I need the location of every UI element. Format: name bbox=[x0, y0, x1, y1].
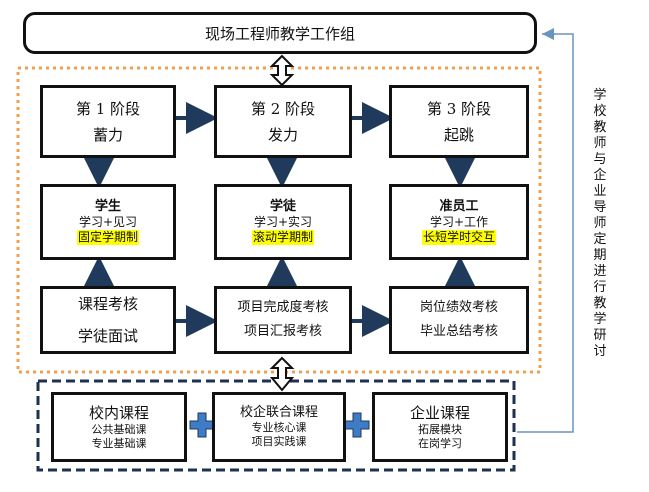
course-3-item-2: 在岗学习 bbox=[418, 437, 462, 450]
feedback-loop-line bbox=[517, 33, 574, 433]
double-arrow-bottom bbox=[269, 356, 295, 392]
course-box-1: 校内课程 公共基础课 专业基础课 bbox=[51, 392, 187, 462]
course-2-item-2: 项目实践课 bbox=[251, 435, 307, 448]
role-box-1: 学生 学习+见习 固定学期制 bbox=[40, 184, 176, 260]
assess-box-2: 项目完成度考核 项目汇报考核 bbox=[214, 286, 352, 354]
double-arrow-top bbox=[269, 54, 295, 87]
role-box-3: 准员工 学习+工作 长短学时交互 bbox=[389, 184, 529, 260]
side-note: 学校教师与企业导师定期进行教学研讨 bbox=[593, 88, 607, 359]
title-box: 现场工程师教学工作组 bbox=[23, 12, 537, 54]
course-1-item-2: 专业基础课 bbox=[91, 437, 147, 450]
course-2-title: 校企联合课程 bbox=[239, 405, 318, 420]
course-1-item-1: 公共基础课 bbox=[91, 423, 147, 436]
role-1-sub: 学习+见习 bbox=[78, 215, 138, 229]
stage-box-1: 第 1 阶段 蓄力 bbox=[40, 85, 176, 158]
assess-2-line1: 项目完成度考核 bbox=[237, 300, 329, 315]
plus-icon-2 bbox=[344, 412, 370, 438]
course-box-3: 企业课程 拓展模块 在岗学习 bbox=[372, 392, 508, 462]
stage-2-name: 发力 bbox=[267, 125, 298, 144]
role-1-highlight: 固定学期制 bbox=[76, 230, 139, 245]
plus-icon-1 bbox=[189, 412, 215, 438]
stage-box-3: 第 3 阶段 起跳 bbox=[389, 85, 529, 158]
role-3-sub: 学习+工作 bbox=[429, 215, 489, 229]
assess-box-1: 课程考核 学徒面试 bbox=[40, 286, 176, 354]
role-1-name: 学生 bbox=[94, 199, 121, 214]
assess-1-line1: 课程考核 bbox=[77, 295, 138, 313]
assess-3-line1: 岗位绩效考核 bbox=[419, 300, 498, 315]
course-box-2: 校企联合课程 专业核心课 项目实践课 bbox=[212, 392, 346, 462]
title-text: 现场工程师教学工作组 bbox=[204, 24, 355, 43]
stage-box-2: 第 2 阶段 发力 bbox=[214, 85, 352, 158]
stage-1-name: 蓄力 bbox=[92, 125, 123, 144]
course-1-title: 校内课程 bbox=[88, 404, 149, 422]
role-2-highlight: 滚动学期制 bbox=[251, 230, 314, 245]
assess-1-line2: 学徒面试 bbox=[77, 327, 138, 345]
course-3-title: 企业课程 bbox=[409, 404, 470, 422]
assess-box-3: 岗位绩效考核 毕业总结考核 bbox=[389, 286, 529, 354]
role-box-2: 学徒 学习+实习 滚动学期制 bbox=[214, 184, 352, 260]
course-3-item-1: 拓展模块 bbox=[418, 423, 462, 436]
stage-1-label: 第 1 阶段 bbox=[75, 99, 141, 118]
assess-3-line2: 毕业总结考核 bbox=[419, 324, 498, 339]
role-3-name: 准员工 bbox=[439, 199, 479, 214]
role-2-name: 学徒 bbox=[269, 199, 296, 214]
stage-2-label: 第 2 阶段 bbox=[250, 99, 316, 118]
role-2-sub: 学习+实习 bbox=[253, 215, 313, 229]
role-3-highlight: 长短学时交互 bbox=[421, 230, 496, 245]
stage-3-name: 起跳 bbox=[443, 125, 474, 144]
assess-2-line2: 项目汇报考核 bbox=[243, 324, 322, 339]
course-2-item-1: 专业核心课 bbox=[251, 421, 307, 434]
stage-3-label: 第 3 阶段 bbox=[426, 99, 492, 118]
